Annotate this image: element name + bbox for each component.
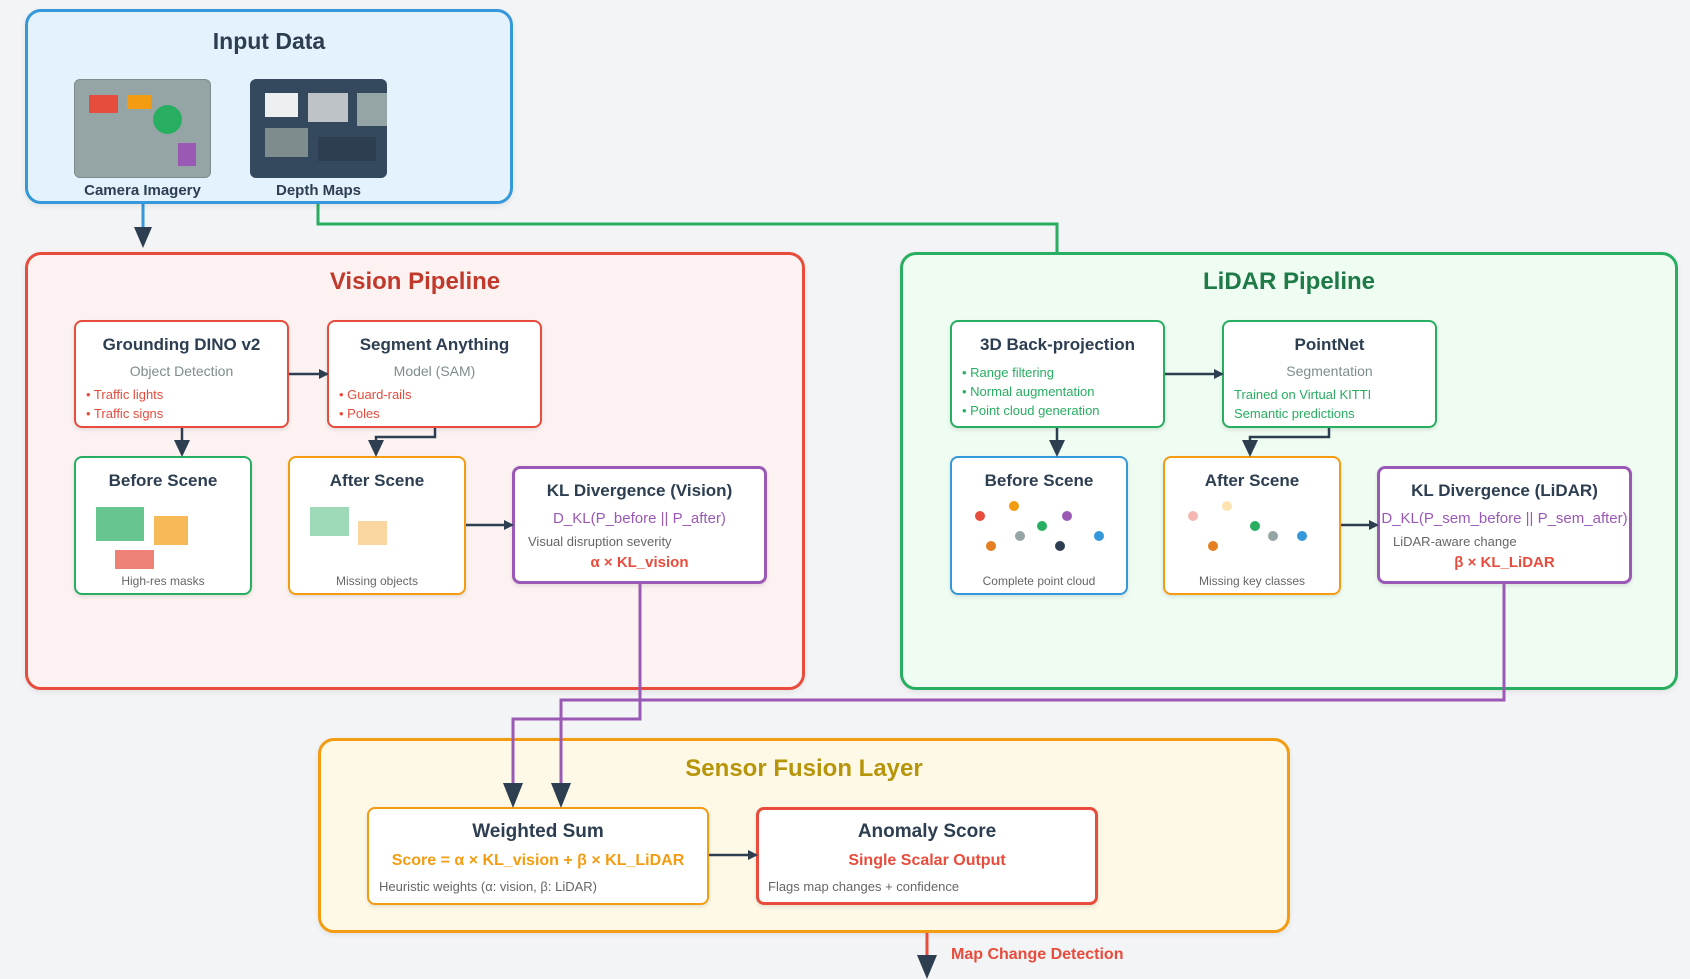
depth-maps-thumbnail	[250, 79, 387, 178]
grounding-dino-title: Grounding DINO v2	[102, 335, 261, 354]
anomaly-score-card: Anomaly Score Single Scalar Output Flags…	[756, 807, 1098, 905]
anomaly-score-subtitle: Single Scalar Output	[848, 852, 1006, 869]
pointnet-card: PointNet Segmentation Trained on Virtual…	[1222, 320, 1437, 428]
weighted-sum-description: Heuristic weights (α: vision, β: LiDAR)	[379, 879, 597, 894]
lidar-after-scene-title: After Scene	[1204, 471, 1300, 490]
lidar-kl-weight: β × KL_LiDAR	[1454, 554, 1555, 571]
sensor-fusion-title: Sensor Fusion Layer	[685, 755, 923, 782]
map-change-detection-label: Map Change Detection	[951, 946, 1124, 963]
backproj-bullet: • Range filtering	[962, 365, 1054, 380]
vision-kl-weight: α × KL_vision	[590, 554, 689, 571]
sam-subtitle: Model (SAM)	[393, 363, 476, 379]
pointnet-note: Semantic predictions	[1234, 406, 1355, 421]
lidar-after-scene-card: After Scene Missing key classes	[1163, 456, 1341, 595]
lidar-pipeline-title: LiDAR Pipeline	[1202, 268, 1376, 295]
camera-imagery-label: Camera Imagery	[84, 182, 201, 199]
vision-before-scene-card: Before Scene High-res masks	[74, 456, 252, 595]
back-projection-card: 3D Back-projection • Range filtering • N…	[950, 320, 1165, 428]
weighted-sum-card: Weighted Sum Score = α × KL_vision + β ×…	[367, 807, 709, 905]
lidar-kl-title: KL Divergence (LiDAR)	[1411, 481, 1598, 500]
lidar-after-scene-caption: Missing key classes	[1198, 574, 1306, 588]
sam-bullet: • Guard-rails	[339, 387, 412, 402]
vision-kl-title: KL Divergence (Vision)	[546, 481, 733, 500]
weighted-sum-title: Weighted Sum	[472, 821, 604, 842]
pointnet-title: PointNet	[1294, 335, 1365, 354]
pointnet-note: Trained on Virtual KITTI	[1234, 387, 1372, 402]
vision-pipeline-title: Vision Pipeline	[329, 268, 501, 295]
vision-after-scene-caption: Missing objects	[335, 574, 419, 588]
dino-bullet: • Traffic signs	[86, 406, 164, 421]
vision-kl-divergence-card: KL Divergence (Vision) D_KL(P_before || …	[512, 466, 767, 584]
lidar-before-scene-card: Before Scene Complete point cloud	[950, 456, 1128, 595]
anomaly-score-description: Flags map changes + confidence	[768, 879, 960, 894]
vision-kl-description: Visual disruption severity	[528, 534, 672, 549]
sam-title: Segment Anything	[359, 335, 510, 354]
weighted-sum-formula: Score = α × KL_vision + β × KL_LiDAR	[391, 852, 685, 869]
depth-maps-label: Depth Maps	[275, 182, 361, 199]
input-data-panel: Input Data Camera Imagery Depth Maps	[25, 9, 513, 204]
lidar-kl-divergence-card: KL Divergence (LiDAR) D_KL(P_sem_before …	[1377, 466, 1632, 584]
input-data-title: Input Data	[212, 28, 326, 54]
backproj-bullet: • Point cloud generation	[962, 403, 1100, 418]
lidar-before-scene-title: Before Scene	[984, 471, 1094, 490]
pointnet-subtitle: Segmentation	[1286, 363, 1373, 379]
dino-bullet: • Traffic lights	[86, 387, 164, 402]
vision-after-scene-title: After Scene	[329, 471, 425, 490]
camera-imagery-thumbnail	[74, 79, 211, 178]
lidar-before-scene-caption: Complete point cloud	[982, 574, 1096, 588]
backproj-bullet: • Normal augmentation	[962, 384, 1095, 399]
grounding-dino-card: Grounding DINO v2 Object Detection • Tra…	[74, 320, 289, 428]
lidar-kl-description: LiDAR-aware change	[1393, 534, 1517, 549]
back-projection-title: 3D Back-projection	[980, 335, 1135, 354]
grounding-dino-subtitle: Object Detection	[129, 363, 234, 379]
vision-kl-formula: D_KL(P_before || P_after)	[553, 510, 726, 527]
vision-before-scene-caption: High-res masks	[121, 574, 205, 588]
anomaly-score-title: Anomaly Score	[857, 821, 997, 842]
lidar-kl-formula: D_KL(P_sem_before || P_sem_after)	[1381, 510, 1628, 527]
vision-before-scene-title: Before Scene	[108, 471, 218, 490]
segment-anything-card: Segment Anything Model (SAM) • Guard-rai…	[327, 320, 542, 428]
vision-after-scene-card: After Scene Missing objects	[288, 456, 466, 595]
sam-bullet: • Poles	[339, 406, 380, 421]
